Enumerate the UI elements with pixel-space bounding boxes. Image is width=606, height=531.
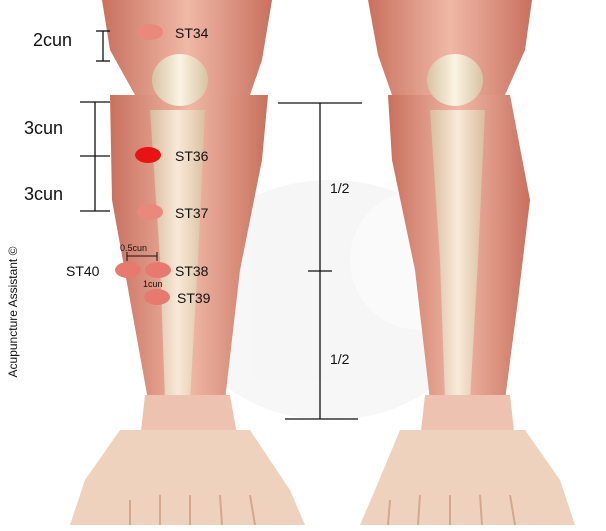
- st40-label: ST40: [66, 263, 100, 279]
- half-upper-label: 1/2: [330, 180, 350, 196]
- three-cun-lower-label: 3cun: [24, 184, 63, 204]
- credit-watermark: Acupuncture Assistant ©: [6, 227, 20, 397]
- st38-label: ST38: [175, 263, 209, 279]
- st36-label: ST36: [175, 148, 209, 164]
- right-kneecap: [427, 54, 483, 106]
- st40-point: [115, 262, 141, 278]
- left-foot: [70, 430, 305, 525]
- one-cun-label: 1cun: [143, 279, 163, 289]
- half-lower-label: 1/2: [330, 351, 350, 367]
- half-cun-label: 0.5cun: [120, 243, 147, 253]
- three-cun-upper-label: 3cun: [24, 118, 63, 138]
- st37-label: ST37: [175, 205, 209, 221]
- right-foot: [360, 430, 575, 525]
- st34-label: ST34: [175, 25, 209, 41]
- st39-point: [144, 289, 170, 305]
- st38-point: [145, 262, 171, 278]
- three-cun-bracket: [80, 102, 110, 211]
- st39-label: ST39: [177, 290, 211, 306]
- two-cun-label: 2cun: [33, 30, 72, 50]
- st36-point: [135, 147, 161, 163]
- st34-point: [137, 24, 163, 40]
- st37-point: [137, 204, 163, 220]
- left-kneecap: [152, 54, 208, 106]
